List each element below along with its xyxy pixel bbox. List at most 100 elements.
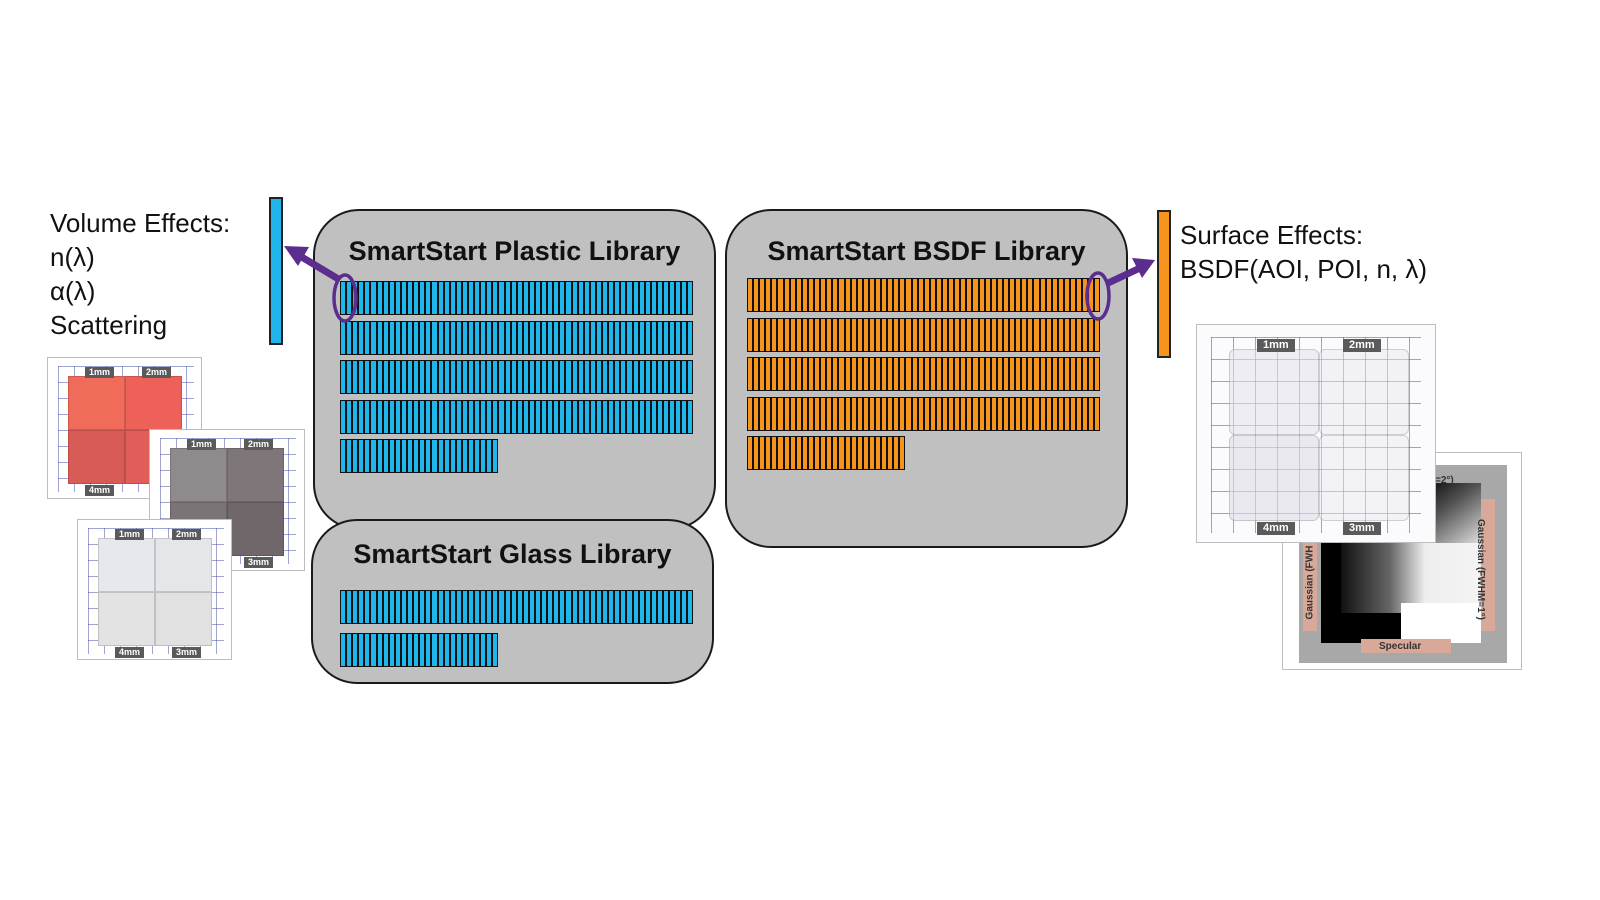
bsdf-chart-label-bottom: Specular (1379, 641, 1422, 652)
material-bar (881, 278, 888, 312)
material-bar (1027, 396, 1034, 431)
material-bar (376, 590, 383, 624)
material-bar (687, 320, 694, 355)
material-bar (620, 399, 627, 434)
material-bar (388, 590, 395, 624)
material-bar (942, 396, 949, 431)
material-bar (765, 357, 772, 391)
surface-sample-label-4mm: 4mm (1257, 522, 1295, 535)
material-bar (376, 633, 383, 667)
material-bar (832, 436, 839, 470)
material-bar (1009, 278, 1016, 312)
volume-effects-text: Volume Effects: n(λ) α(λ) Scattering (50, 206, 230, 342)
material-bar (589, 320, 596, 355)
material-bar (358, 399, 365, 434)
material-bar (437, 439, 444, 473)
material-bar (346, 590, 353, 624)
material-bar (669, 281, 676, 315)
material-bar (899, 436, 906, 470)
material-bar (1027, 357, 1034, 391)
material-bar (364, 360, 371, 394)
material-bar (893, 357, 900, 391)
material-bar (972, 317, 979, 352)
gray-sample-label-3mm: 3mm (244, 557, 274, 568)
material-bar (626, 590, 633, 624)
material-bar (565, 320, 572, 355)
material-bar (388, 399, 395, 434)
surface-sample-label-2mm: 2mm (1343, 339, 1381, 352)
material-bar (984, 396, 991, 431)
material-bar (893, 317, 900, 352)
material-bar (820, 396, 827, 431)
material-bar (1069, 317, 1077, 352)
material-bar (850, 436, 857, 470)
material-bar (595, 320, 603, 355)
material-bar (559, 399, 566, 434)
material-bar (535, 590, 542, 624)
material-bar (364, 633, 371, 667)
material-bar (449, 439, 456, 473)
volume-effects-heading: Volume Effects: (50, 208, 231, 238)
material-bar (996, 396, 1003, 431)
material-bar (954, 357, 961, 391)
material-bar (960, 278, 967, 312)
material-bar (370, 439, 377, 473)
material-bar (449, 399, 456, 434)
material-bar (1057, 278, 1064, 312)
material-bar (783, 436, 790, 470)
material-bar (461, 633, 468, 667)
material-bar (856, 357, 863, 391)
material-bar (675, 399, 682, 434)
material-bar (753, 396, 760, 431)
material-bar (978, 278, 985, 312)
material-bar (681, 590, 688, 624)
material-bar (547, 590, 554, 624)
material-bar (388, 439, 395, 473)
material-bar (559, 281, 566, 315)
material-bar (407, 360, 414, 394)
material-bar (553, 281, 560, 315)
material-bar (675, 590, 682, 624)
material-bar (1063, 278, 1070, 312)
material-bar (443, 633, 450, 667)
material-bar (632, 399, 639, 434)
material-bar (862, 278, 869, 312)
plastic-arrow-head (284, 246, 309, 266)
material-bar (626, 320, 633, 355)
material-bar (571, 399, 578, 434)
material-bar (826, 436, 833, 470)
material-bar (595, 590, 603, 624)
material-bar (850, 396, 857, 431)
material-bar (352, 590, 359, 624)
material-bar (675, 360, 682, 394)
material-bar (795, 396, 802, 431)
material-bar (528, 281, 535, 315)
material-bar (844, 317, 851, 352)
material-bar (565, 590, 572, 624)
material-bar (400, 360, 408, 394)
material-bar (492, 590, 499, 624)
material-bar (425, 399, 432, 434)
material-bar (467, 590, 475, 624)
material-bar (887, 396, 894, 431)
material-bar (1009, 357, 1016, 391)
material-bar (516, 590, 523, 624)
material-bar (400, 320, 408, 355)
material-bar (783, 278, 790, 312)
material-bar (681, 399, 688, 434)
material-bar (492, 439, 499, 473)
material-bar (996, 278, 1003, 312)
material-bar (608, 320, 615, 355)
material-bar (917, 278, 924, 312)
material-bar (370, 590, 377, 624)
material-bar (516, 320, 523, 355)
material-bar (504, 320, 511, 355)
gray-sample-label-1mm: 1mm (187, 439, 217, 450)
material-bar (589, 360, 596, 394)
material-bar (942, 357, 949, 391)
material-bar (887, 357, 894, 391)
material-bar (1082, 357, 1089, 391)
material-bar (577, 590, 584, 624)
material-bar (777, 317, 784, 352)
material-bar (400, 399, 408, 434)
